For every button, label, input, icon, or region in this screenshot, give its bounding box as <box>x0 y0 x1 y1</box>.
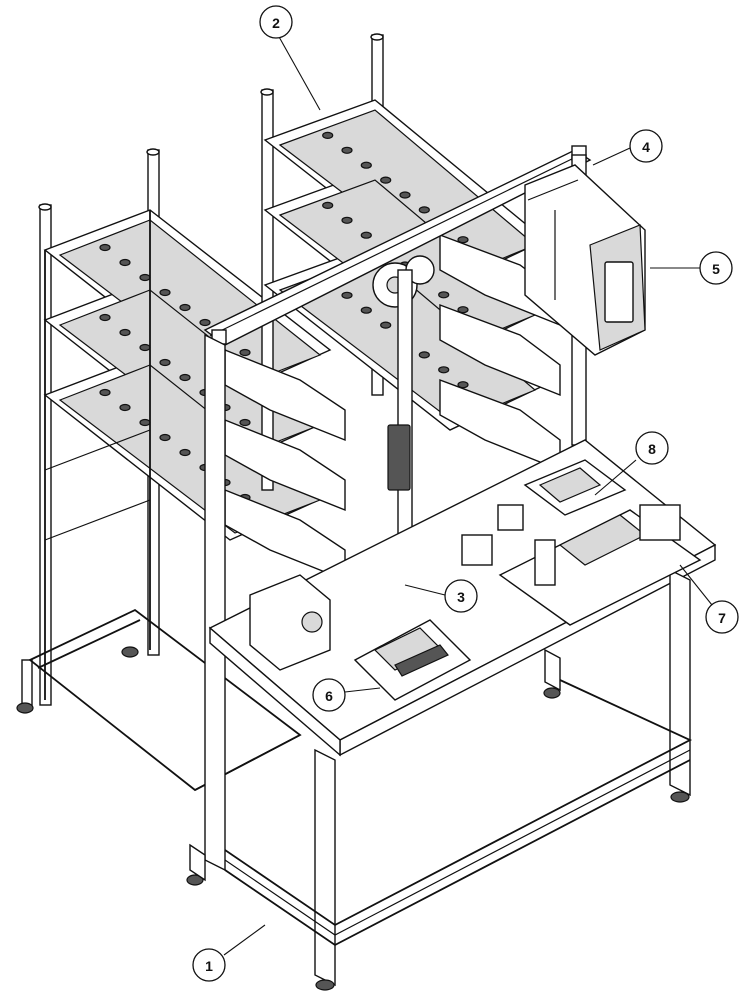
control-screen <box>604 261 634 323</box>
roller <box>139 418 151 427</box>
roller <box>360 161 372 169</box>
frame-left-front-leg <box>204 333 226 872</box>
roller <box>119 328 131 337</box>
callout-4-label: 4 <box>642 139 650 155</box>
motor-unit <box>249 574 331 671</box>
roller <box>179 373 191 382</box>
callout-7-label: 7 <box>718 610 726 626</box>
callout-6-label: 6 <box>325 688 333 704</box>
storage-bins <box>224 233 561 582</box>
leader-1 <box>223 924 266 956</box>
callout-1: 1 <box>192 948 226 982</box>
leader-lines <box>223 34 713 956</box>
roller <box>322 201 334 209</box>
roller <box>341 146 353 154</box>
roller <box>199 318 211 327</box>
roller <box>119 403 131 412</box>
callout-2-label: 2 <box>272 15 280 31</box>
roller <box>239 348 251 357</box>
leader-3 <box>404 584 446 596</box>
roller <box>99 388 111 397</box>
roller <box>159 288 171 297</box>
roller <box>380 321 392 329</box>
table-leg-right <box>669 568 691 797</box>
callout-8: 8 <box>635 431 669 465</box>
left-pipe-rack <box>16 148 332 792</box>
roller <box>418 351 430 359</box>
callout-5-label: 5 <box>712 261 720 277</box>
callout-5: 5 <box>699 251 733 285</box>
balancer-pulley-column <box>370 255 435 591</box>
callout-4: 4 <box>629 129 663 163</box>
roller <box>179 303 191 312</box>
roller <box>360 231 372 239</box>
roller <box>457 381 469 389</box>
roller <box>99 243 111 252</box>
roller <box>438 291 450 299</box>
leader-4 <box>592 147 631 166</box>
roller <box>341 291 353 299</box>
roller <box>119 258 131 267</box>
roller <box>399 191 411 199</box>
leader-8 <box>594 459 637 496</box>
roller <box>239 418 251 427</box>
roller <box>457 236 469 244</box>
callout-3-label: 3 <box>457 589 465 605</box>
callout-8-label: 8 <box>648 441 656 457</box>
leader-2 <box>277 34 321 111</box>
fixtures <box>249 459 702 701</box>
roller <box>322 131 334 139</box>
leader-6 <box>344 687 381 693</box>
roller <box>438 366 450 374</box>
roller <box>360 306 372 314</box>
leader-7 <box>679 564 713 606</box>
roller <box>418 206 430 214</box>
roller <box>159 433 171 442</box>
roller <box>457 306 469 314</box>
roller <box>380 176 392 184</box>
roller <box>341 216 353 224</box>
roller <box>179 448 191 457</box>
roller <box>139 273 151 282</box>
callout-1-label: 1 <box>205 958 213 974</box>
callout-7: 7 <box>705 600 739 634</box>
table-leg-front <box>314 748 336 987</box>
callout-2: 2 <box>259 5 293 39</box>
control-cabinet <box>524 164 646 356</box>
callout-3: 3 <box>444 579 478 613</box>
callout-6: 6 <box>312 678 346 712</box>
roller <box>159 358 171 367</box>
roller <box>99 313 111 322</box>
roller <box>139 343 151 352</box>
